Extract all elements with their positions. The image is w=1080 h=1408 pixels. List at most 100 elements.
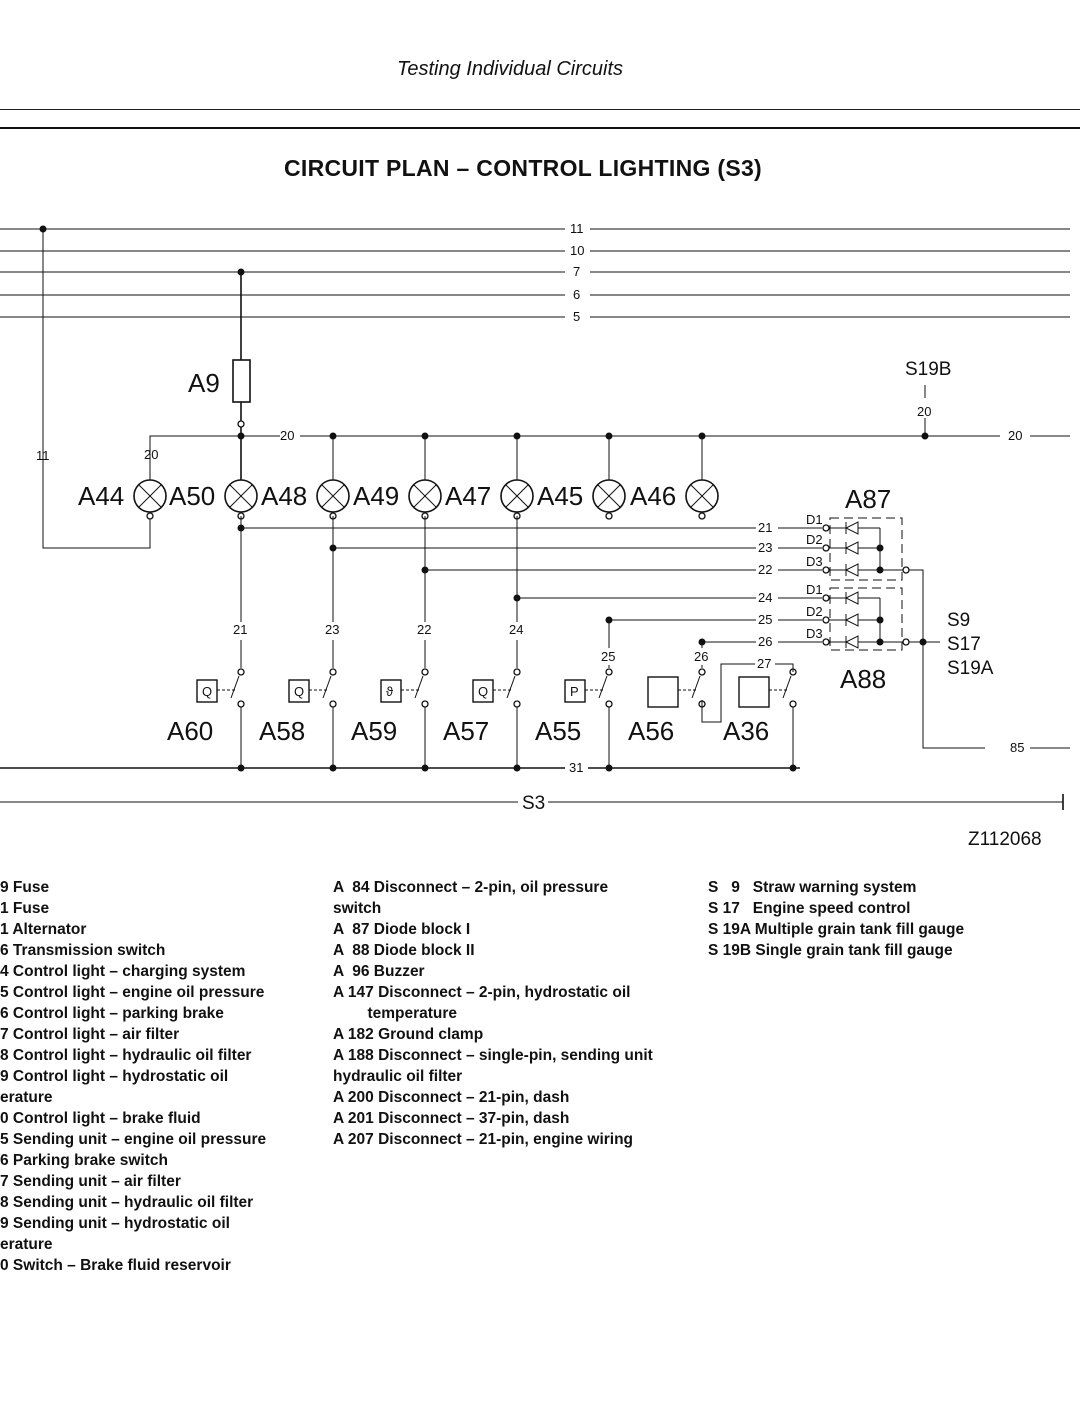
diode-block-a87 (829, 517, 903, 581)
legend-item: S 9 Straw warning system (708, 879, 917, 896)
diode-block-a88 (829, 587, 903, 651)
diode-line-label: 26 (758, 634, 772, 649)
diode-pin-label: D2 (806, 532, 823, 547)
switch-wire-label: 24 (509, 622, 523, 637)
bus-label: 11 (570, 221, 584, 236)
wire-label-20: 20 (917, 404, 931, 419)
connector-s19b: S19B (905, 359, 951, 380)
diode-line-label: 24 (758, 590, 772, 605)
diode-pin-label: D1 (806, 512, 823, 527)
lamp-label: A50 (169, 481, 215, 511)
legend-item: A 207 Disconnect – 21-pin, engine wiring (333, 1131, 634, 1148)
circuit-label: S3 (522, 793, 545, 814)
bus-lines: 11 10 7 6 5 (0, 221, 1070, 324)
diode-icon (844, 541, 859, 555)
header-rule-thick (0, 127, 1080, 129)
legend-item: A 147 Disconnect – 2-pin, hydrostatic oi… (333, 984, 631, 1001)
diode-block-label: A88 (840, 664, 886, 694)
switch-wire-label: 26 (694, 649, 708, 664)
connector-s9: S9 (947, 610, 970, 631)
sensor-box (380, 679, 402, 703)
legend-item: 9 Sending unit – hydrostatic oil (0, 1215, 230, 1232)
switch-label: A56 (628, 716, 674, 746)
switch: 24Q A57 (443, 516, 523, 768)
switch: A36 (723, 664, 797, 768)
diode-pin-label: D1 (806, 582, 823, 597)
bus-label: 5 (573, 309, 580, 324)
diode-line-label: 22 (758, 562, 772, 577)
sensor-box (288, 679, 310, 703)
diode-icon (844, 563, 859, 577)
page-title: CIRCUIT PLAN – CONTROL LIGHTING (S3) (283, 155, 763, 181)
control-light: A47 (445, 436, 534, 520)
sensor-icon: ϑ (386, 684, 394, 699)
wire-label-11: 11 (36, 448, 50, 463)
legend-item: A 96 Buzzer (333, 963, 425, 980)
diode-pin-label: D3 (806, 554, 823, 569)
legend-item: 8 Sending unit – hydraulic oil filter (0, 1194, 254, 1211)
legend-item: 0 Control light – brake fluid (0, 1110, 201, 1127)
bus-label: 7 (573, 264, 580, 279)
control-light: A45 (537, 436, 626, 520)
legend-item: 4 Control light – charging system (0, 963, 246, 980)
switch-wire-label: 21 (233, 622, 247, 637)
legend-item: A 188 Disconnect – single-pin, sending u… (333, 1047, 653, 1064)
legend-item: 1 Alternator (0, 921, 87, 938)
sensor-icon: Q (202, 684, 212, 699)
legend-item: 6 Parking brake switch (0, 1152, 168, 1169)
lamp-label: A47 (445, 481, 491, 511)
legend-item: A 200 Disconnect – 21-pin, dash (333, 1089, 570, 1106)
legend-item: S 19A Multiple grain tank fill gauge (708, 921, 965, 938)
wire-label-31: 31 (569, 760, 583, 775)
legend-item: 1 Fuse (0, 900, 50, 917)
bus-label: 6 (573, 287, 580, 302)
diode-icon (844, 613, 859, 627)
legend-item: 6 Transmission switch (0, 942, 166, 959)
control-light: A50 (169, 436, 258, 520)
legend-item: A 88 Diode block II (333, 942, 475, 959)
diode-line-label: 23 (758, 540, 772, 555)
diode-pin-label: D2 (806, 604, 823, 619)
connector-s17: S17 (947, 634, 981, 655)
legend-item: 5 Sending unit – engine oil pressure (0, 1131, 267, 1148)
sensor-icon: Q (478, 684, 488, 699)
legend-item: S 17 Engine speed control (708, 900, 911, 917)
lamp-label: A49 (353, 481, 399, 511)
legend-item: 8 Control light – hydraulic oil filter (0, 1047, 252, 1064)
header-rule (0, 109, 1080, 110)
legend-item: 9 Control light – hydrostatic oil (0, 1068, 229, 1085)
sensor-box (564, 679, 586, 703)
sensor-box (647, 676, 679, 708)
lamp-label: A48 (261, 481, 307, 511)
wire-label-85: 85 (1010, 740, 1024, 755)
switch-label: A57 (443, 716, 489, 746)
lamp-label: A45 (537, 481, 583, 511)
legend-item: S 19B Single grain tank fill gauge (708, 942, 953, 959)
legend-item: 9 Fuse (0, 879, 50, 896)
legend-item: A 201 Disconnect – 37-pin, dash (333, 1110, 570, 1127)
switch-label: A36 (723, 716, 769, 746)
switch-label: A55 (535, 716, 581, 746)
lamp-label: A46 (630, 481, 676, 511)
control-light: A48 (261, 436, 350, 520)
legend-item: A 182 Ground clamp (333, 1026, 484, 1043)
wire-label-20: 20 (144, 447, 158, 462)
diode-icon (844, 521, 859, 535)
wire-label-20: 20 (1008, 428, 1022, 443)
sensor-box (196, 679, 218, 703)
switch-wire-label: 22 (417, 622, 431, 637)
fuse-symbol (232, 359, 251, 403)
switch-label: A58 (259, 716, 305, 746)
legend-item: erature (0, 1089, 53, 1106)
sensor-box (738, 676, 770, 708)
